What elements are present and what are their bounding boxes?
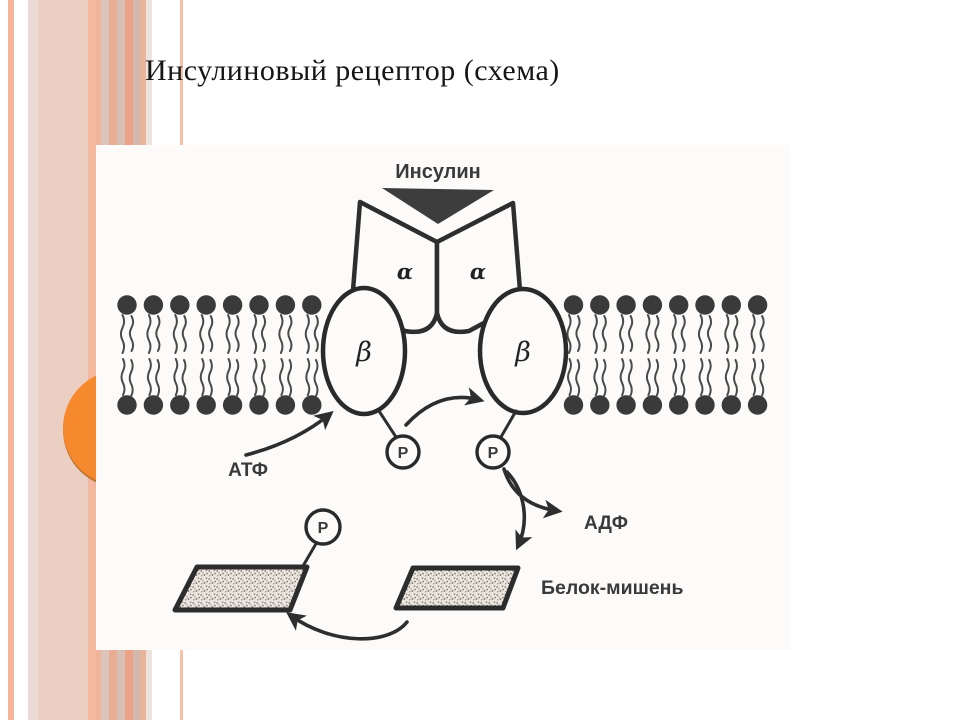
phosphate-target-label: P: [318, 520, 329, 537]
beta-subunit-left: [320, 285, 408, 417]
alpha-left-label: α: [397, 259, 413, 284]
insulin-label: Инсулин: [395, 161, 481, 183]
phosphate-left-stem: [377, 409, 398, 439]
phosphate-target-stem: [301, 540, 319, 568]
membrane-right: [563, 295, 768, 415]
alpha-right-label: α: [470, 259, 486, 284]
adp-label: АДФ: [584, 513, 628, 534]
decor-stripe-block-top: [96, 0, 152, 148]
decor-stripe-2: [28, 0, 38, 720]
decor-stripe-3: [38, 0, 88, 720]
decor-stripe-1: [8, 0, 14, 720]
phosphate-left-circle: [385, 434, 421, 470]
beta-left-label: β: [355, 337, 372, 368]
target-protein-phosphorylated: [172, 564, 310, 613]
phosphate-right-label: P: [488, 445, 499, 462]
insulin-triangle: [382, 188, 494, 224]
phosphate-left-label: P: [398, 445, 409, 462]
dephosphorylation-return-arrow: [286, 612, 409, 641]
phosphate-target-circle: [304, 508, 342, 546]
atp-arrow: [244, 411, 334, 457]
slide-title: Инсулиновый рецептор (схема): [145, 54, 560, 87]
diagram-panel: Инсулин α α β β АТФ АДФ Белок-мишень P P…: [96, 145, 790, 650]
target-protein-unphosphorylated: [393, 565, 521, 611]
to-target-protein-arrow: [505, 470, 533, 551]
atp-label: АТФ: [228, 460, 268, 481]
beta-subunit-right: [477, 286, 569, 416]
decor-stripe-block-bottom: [96, 650, 152, 720]
decor-stripe-4: [88, 0, 96, 720]
beta-right-label: β: [514, 337, 531, 368]
phosphate-right-circle: [475, 434, 511, 470]
insulin-receptor-diagram: Инсулин α α β β АТФ АДФ Белок-мишень P P…: [117, 161, 768, 641]
phosphate-right-stem: [499, 409, 518, 439]
membrane-left: [117, 295, 322, 415]
target-protein-label: Белок-мишень: [541, 577, 683, 599]
autophosphorylation-arrow: [404, 387, 485, 427]
